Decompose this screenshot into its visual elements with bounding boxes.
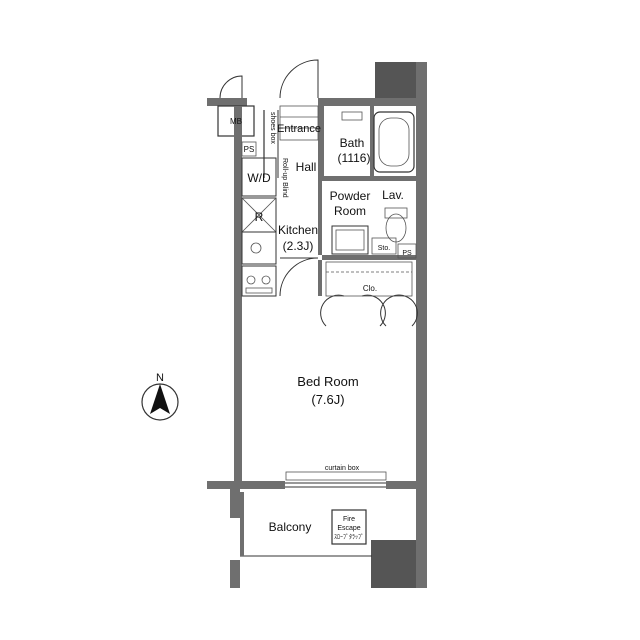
label-kitchen-size: (2.3J)	[283, 239, 314, 253]
sink	[331, 225, 369, 255]
label-shoe-box: shoes box	[269, 112, 276, 144]
label-powder: Powder	[330, 189, 371, 203]
closet-rod	[325, 261, 413, 297]
label-hall: Hall	[296, 160, 317, 174]
label-wd: W/D	[247, 171, 271, 185]
label-fire-escape-1: Fire	[343, 516, 355, 523]
label-balcony: Balcony	[269, 520, 312, 534]
label-storage: Sto.	[378, 245, 391, 252]
label-room: Room	[334, 204, 366, 218]
label-bath-size: (1116)	[338, 151, 371, 165]
label-ps-bottom: PS	[402, 250, 412, 257]
label-fire-escape-2: Escape	[337, 525, 360, 532]
label-kitchen: Kitchen	[278, 223, 318, 237]
walls	[207, 62, 427, 588]
north-compass: N	[141, 372, 179, 421]
label-fire-escape-3: ｽﾛｰﾌﾟﾀﾗｯﾌﾟ	[334, 534, 364, 541]
doors	[219, 59, 418, 327]
curtain-box	[285, 471, 387, 481]
label-closet: Clo.	[363, 284, 377, 293]
label-lav: Lav.	[382, 188, 404, 202]
fire-escape-hatch	[331, 509, 367, 545]
label-refrigerator: R	[255, 210, 264, 224]
label-curtain-box: curtain box	[325, 465, 360, 472]
label-bedroom: Bed Room	[297, 374, 358, 389]
toilet	[384, 207, 408, 243]
label-entrance: Entrance	[277, 123, 321, 135]
compass-label: N	[156, 372, 164, 384]
utility-boxes	[241, 141, 417, 259]
kitchen-appliances	[241, 157, 277, 297]
entrance-steps	[279, 105, 319, 141]
label-roll-up-blind: Roll-up Blind	[281, 158, 288, 198]
label-bedroom-size: (7.6J)	[311, 392, 344, 407]
label-ps-top: PS	[244, 145, 255, 154]
label-mb: MB	[230, 117, 242, 126]
label-bath: Bath	[340, 136, 365, 150]
bath-fixtures	[341, 111, 415, 173]
room-labels: MB PS shoes box Entrance Bath (1116) Hal…	[230, 112, 412, 541]
